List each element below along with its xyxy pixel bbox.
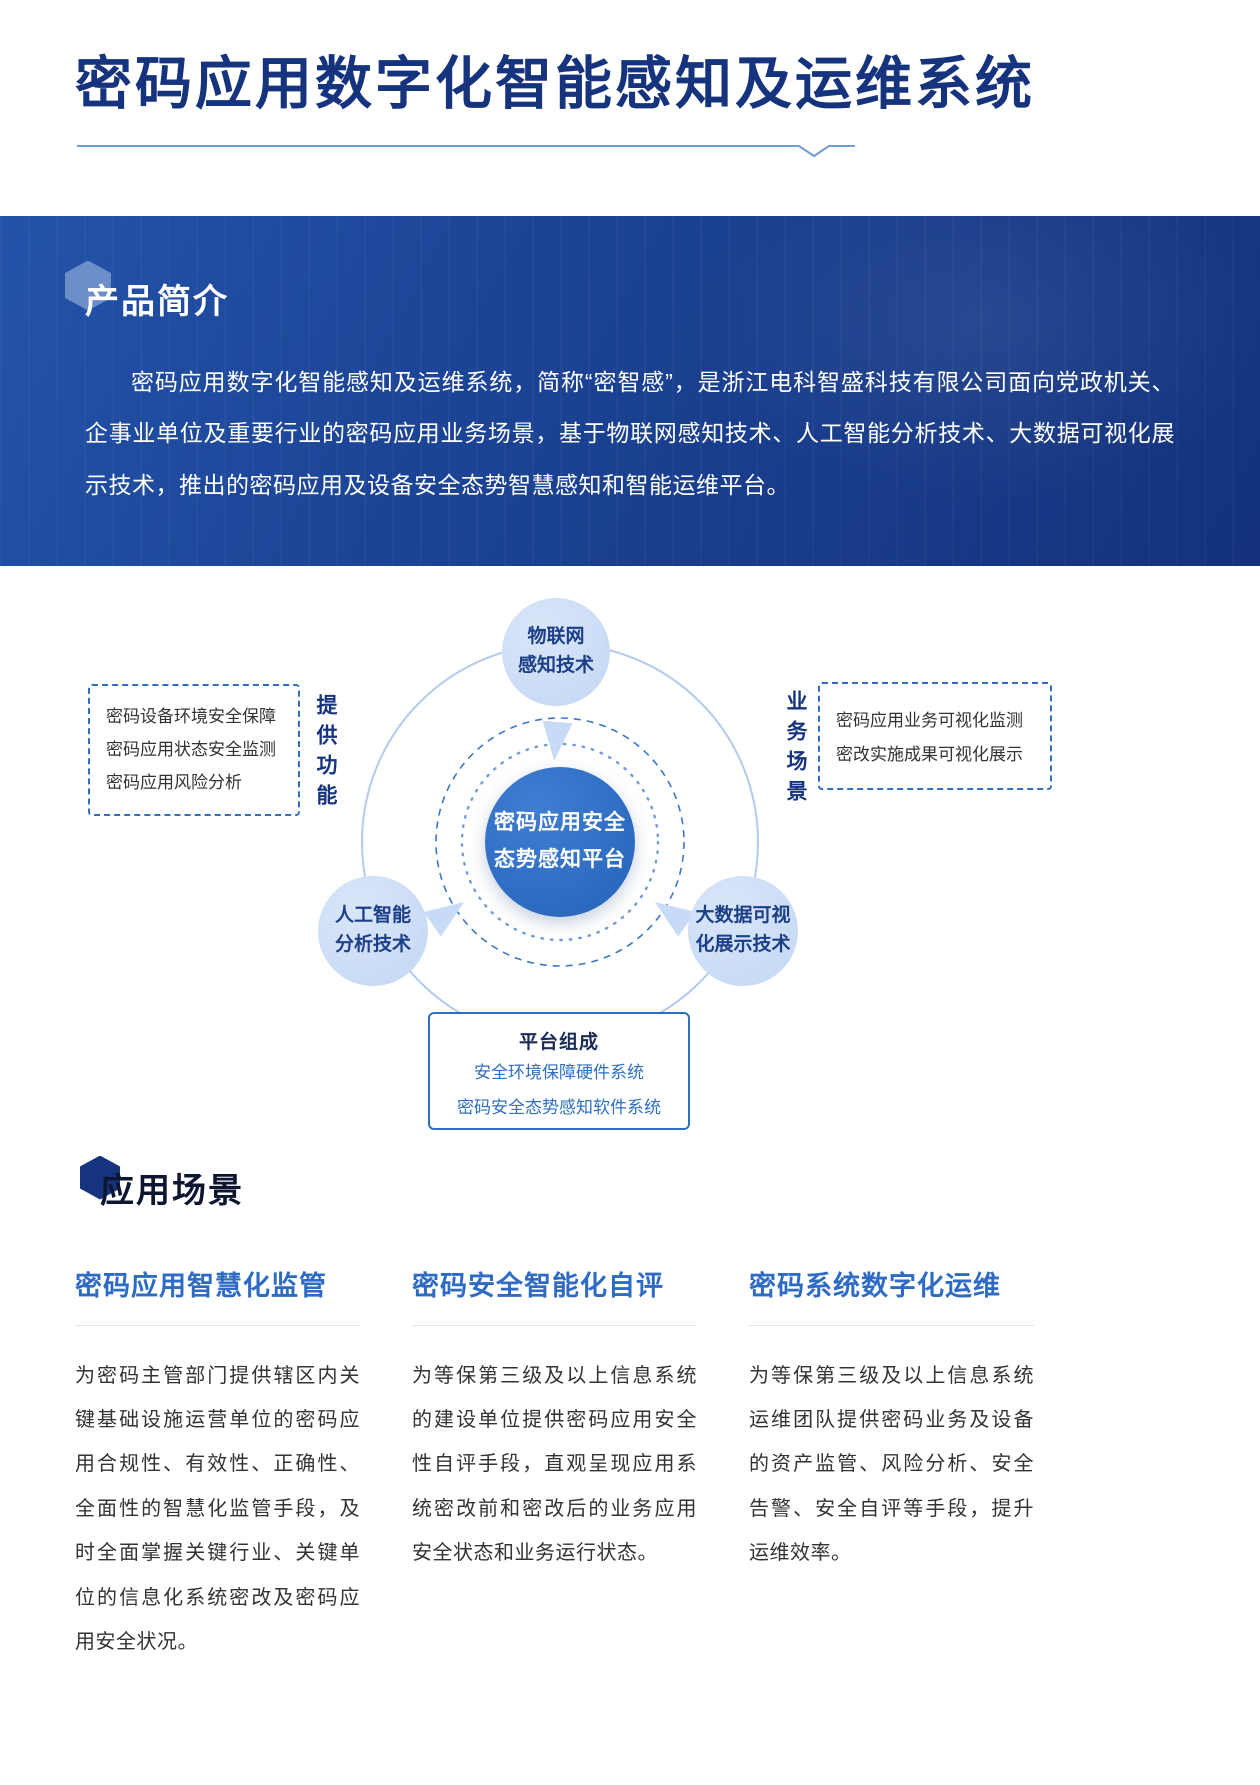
scenario-card-self-assessment: 密码安全智能化自评 为等保第三级及以上信息系统的建设单位提供密码应用安全性自评手…	[412, 1264, 697, 1665]
function-item: 密码应用状态安全监测	[106, 739, 276, 759]
scenario-card-supervision: 密码应用智慧化监管 为密码主管部门提供辖区内关键基础设施运营单位的密码应用合规性…	[75, 1264, 360, 1665]
hexagon-icon	[65, 260, 111, 311]
scenarios-section: 应用场景 密码应用智慧化监管 为密码主管部门提供辖区内关键基础设施运营单位的密码…	[0, 1149, 1260, 1665]
node-bigdata-line2: 化展示技术	[695, 933, 791, 955]
node-bigdata-line1: 大数据可视	[695, 905, 791, 927]
node-iot-line2: 感知技术	[517, 654, 594, 676]
function-item: 密码应用风险分析	[106, 772, 242, 792]
card-title: 密码应用智慧化监管	[75, 1264, 360, 1326]
platform-box-title: 平台组成	[518, 1031, 599, 1053]
card-body: 为等保第三级及以上信息系统的建设单位提供密码应用安全性自评手段，直观呈现应用系统…	[412, 1364, 697, 1565]
platform-item: 安全环境保障硬件系统	[474, 1062, 644, 1082]
business-label: 业务场景	[784, 689, 807, 810]
center-line2: 态势感知平台	[494, 847, 626, 871]
node-ai-line1: 人工智能	[334, 905, 411, 927]
business-item: 密码应用业务可视化监测	[836, 710, 1023, 730]
intro-paragraph: 密码应用数字化智能感知及运维系统，简称“密智感”，是浙江电科智盛科技有限公司面向…	[85, 368, 1175, 498]
node-ai: 人工智能 分析技术	[318, 875, 428, 986]
scenarios-heading: 应用场景	[100, 1171, 244, 1210]
card-title: 密码系统数字化运维	[749, 1264, 1034, 1326]
intro-section: 产品简介 密码应用数字化智能感知及运维系统，简称“密智感”，是浙江电科智盛科技有…	[0, 215, 1260, 566]
node-iot-line1: 物联网	[527, 626, 585, 648]
functions-label: 提供功能	[314, 693, 337, 814]
card-body: 为等保第三级及以上信息系统运维团队提供密码业务及设备的资产监管、风险分析、安全告…	[749, 1364, 1034, 1565]
center-platform-node: 密码应用安全 态势感知平台	[485, 766, 635, 917]
page-header: 密码应用数字化智能感知及运维系统	[0, 0, 1260, 160]
node-bigdata: 大数据可视 化展示技术	[688, 875, 798, 986]
platform-item: 密码安全态势感知软件系统	[457, 1097, 661, 1117]
business-item: 密改实施成果可视化展示	[836, 744, 1023, 764]
scenario-cards: 密码应用智慧化监管 为密码主管部门提供辖区内关键基础设施运营单位的密码应用合规性…	[75, 1264, 1185, 1665]
architecture-diagram: 物联网 感知技术 人工智能 分析技术 大数据可视 化展示技术 密码应用安全 态势…	[0, 584, 1260, 1149]
rotation-arrow-icon	[423, 720, 696, 937]
title-divider-line	[77, 144, 855, 157]
platform-composition-box: 平台组成 安全环境保障硬件系统 密码安全态势感知软件系统	[428, 1011, 690, 1130]
function-item: 密码设备环境安全保障	[106, 706, 276, 726]
functions-box: 密码设备环境安全保障 密码应用状态安全监测 密码应用风险分析	[88, 683, 300, 816]
center-line1: 密码应用安全	[494, 810, 626, 834]
business-box: 密码应用业务可视化监测 密改实施成果可视化展示	[818, 681, 1052, 790]
scenario-card-operations: 密码系统数字化运维 为等保第三级及以上信息系统运维团队提供密码业务及设备的资产监…	[749, 1264, 1034, 1665]
card-title: 密码安全智能化自评	[412, 1264, 697, 1326]
node-iot: 物联网 感知技术	[502, 597, 610, 706]
intro-heading: 产品简介	[85, 282, 229, 321]
node-ai-line2: 分析技术	[334, 933, 411, 955]
page-title: 密码应用数字化智能感知及运维系统	[75, 52, 1035, 116]
card-body: 为密码主管部门提供辖区内关键基础设施运营单位的密码应用合规性、有效性、正确性、全…	[75, 1364, 360, 1653]
hexagon-icon	[80, 1155, 120, 1200]
